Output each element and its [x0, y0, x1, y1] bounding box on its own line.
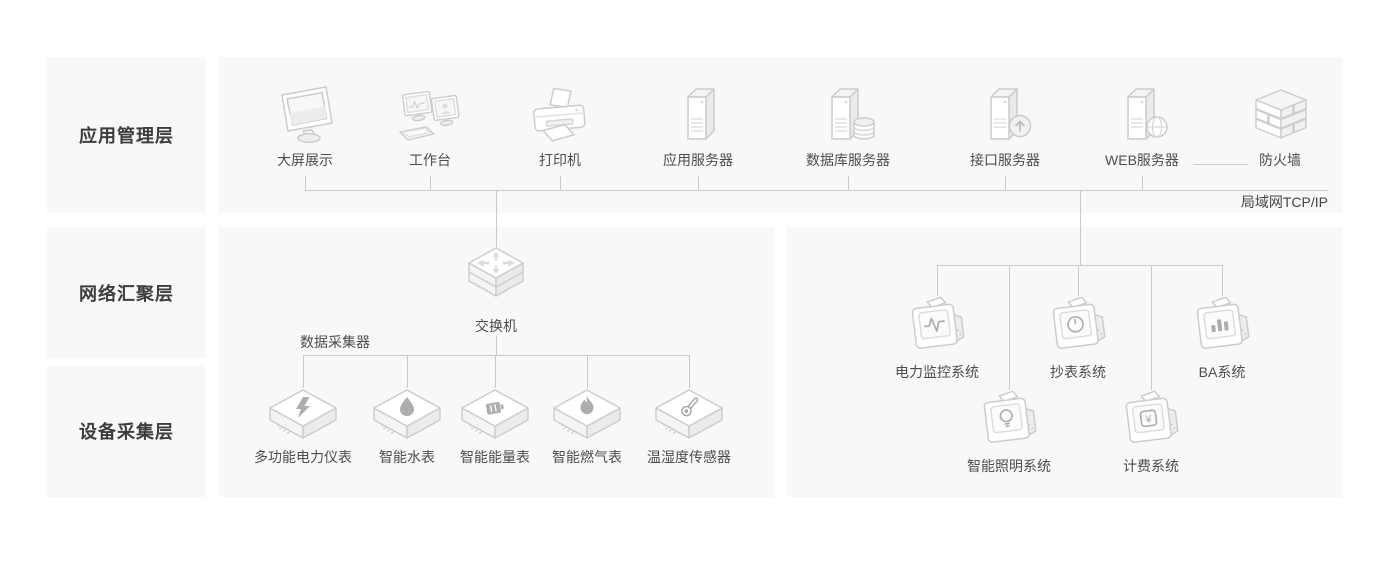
node-meter-reading-system: 抄表系统	[1044, 294, 1112, 380]
node-label: 抄表系统	[1050, 364, 1106, 380]
node-label: 智能燃气表	[552, 449, 622, 465]
connector-stub	[1142, 176, 1143, 190]
data-collector-label: 数据采集器	[300, 334, 370, 350]
connector-stub	[430, 176, 431, 190]
gas-meter-icon	[550, 387, 624, 443]
switch-icon	[466, 244, 526, 312]
connector-stub	[305, 176, 306, 190]
node-smart-lighting-system: 智能照明系统	[967, 388, 1051, 474]
node-label: 数据库服务器	[806, 152, 890, 168]
sidebar-panel-application-layer	[47, 57, 206, 213]
node-gas-meter: 智能燃气表	[550, 387, 624, 465]
collector-bus-line	[303, 355, 689, 356]
systems-drop-line	[1080, 190, 1081, 265]
lan-tcpip-label: 局域网TCP/IP	[1240, 194, 1328, 210]
power-meter-icon	[266, 387, 340, 443]
node-switch: 交换机	[466, 244, 526, 334]
node-large-screen: 大屏展示	[267, 84, 343, 168]
database-server-icon	[810, 84, 886, 146]
layer-title-aggregation: 网络汇聚层	[79, 283, 174, 304]
smart-lighting-system-icon	[975, 388, 1043, 452]
node-label: 温湿度传感器	[647, 449, 731, 465]
node-label: 工作台	[409, 152, 451, 168]
connector-stub	[560, 176, 561, 190]
node-power-meter: 多功能电力仪表	[254, 387, 352, 465]
node-web-server: WEB服务器	[1104, 84, 1180, 168]
meter-reading-system-icon	[1044, 294, 1112, 358]
connector-stub	[407, 355, 408, 388]
node-label: 交换机	[475, 318, 517, 334]
connector-stub	[698, 176, 699, 190]
node-power-monitor-system: 电力监控系统	[895, 294, 979, 380]
node-label: 接口服务器	[970, 152, 1040, 168]
connector-stub	[937, 265, 938, 296]
energy-meter-icon	[458, 387, 532, 443]
node-ba-system: BA系统	[1188, 294, 1256, 380]
workstation-icon	[392, 84, 468, 146]
node-label: 智能能量表	[460, 449, 530, 465]
connector-stub	[1005, 176, 1006, 190]
node-label: 大屏展示	[277, 152, 333, 168]
temp-humidity-sensor-icon	[652, 387, 726, 443]
interface-server-icon	[967, 84, 1043, 146]
connector-stub	[1222, 265, 1223, 296]
node-interface-server: 接口服务器	[967, 84, 1043, 168]
monitor-icon	[267, 84, 343, 146]
ba-system-icon	[1188, 294, 1256, 358]
systems-distribution-line	[937, 265, 1222, 266]
connector-stub	[689, 355, 690, 388]
connector-stub	[1009, 265, 1010, 390]
connector-stub	[848, 176, 849, 190]
systems-panel	[787, 227, 1343, 497]
node-temp-humidity-sensor: 温湿度传感器	[647, 387, 731, 465]
power-monitor-system-icon	[903, 294, 971, 358]
firewall-icon	[1242, 84, 1318, 146]
node-label: 应用服务器	[663, 152, 733, 168]
node-app-server: 应用服务器	[660, 84, 736, 168]
sidebar-panel-device-layer	[47, 365, 206, 497]
layer-title-application: 应用管理层	[79, 126, 174, 146]
node-label: 防火墙	[1259, 152, 1301, 168]
node-energy-meter: 智能能量表	[458, 387, 532, 465]
node-label: 打印机	[539, 152, 581, 168]
node-label: 计费系统	[1123, 458, 1179, 474]
node-label: 智能水表	[379, 449, 435, 465]
node-printer: 打印机	[522, 84, 598, 168]
node-billing-system: 计费系统	[1117, 388, 1185, 474]
web-firewall-link-line	[1194, 164, 1248, 165]
node-database-server: 数据库服务器	[806, 84, 890, 168]
node-water-meter: 智能水表	[370, 387, 444, 465]
web-server-icon	[1104, 84, 1180, 146]
water-meter-icon	[370, 387, 444, 443]
node-label: WEB服务器	[1105, 152, 1179, 168]
connector-stub	[1151, 265, 1152, 390]
node-label: 智能照明系统	[967, 458, 1051, 474]
node-workstation: 工作台	[392, 84, 468, 168]
node-label: BA系统	[1198, 364, 1246, 380]
layer-title-device: 设备采集层	[79, 422, 174, 442]
lan-bus-line	[305, 190, 1328, 191]
connector-stub	[303, 355, 304, 388]
sidebar-panel-aggregation-layer	[47, 227, 206, 358]
billing-system-icon	[1117, 388, 1185, 452]
switch-drop-line	[496, 190, 497, 247]
connector-stub	[587, 355, 588, 388]
switch-stub	[496, 336, 497, 355]
printer-icon	[522, 84, 598, 146]
connector-stub	[1078, 265, 1079, 296]
node-label: 多功能电力仪表	[254, 449, 352, 465]
node-label: 电力监控系统	[895, 364, 979, 380]
app-server-icon	[660, 84, 736, 146]
node-firewall: 防火墙	[1242, 84, 1318, 168]
connector-stub	[495, 355, 496, 388]
